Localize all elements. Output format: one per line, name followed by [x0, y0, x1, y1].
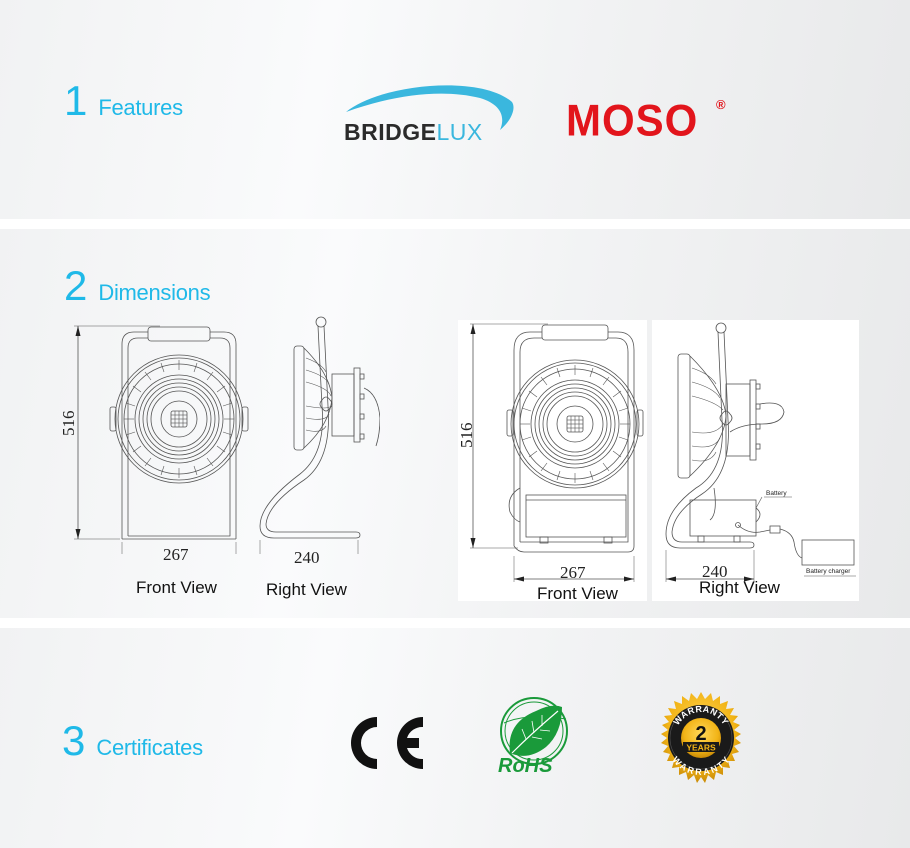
height-dimension: 516	[60, 411, 78, 437]
side-depth-dimension: 240	[294, 548, 320, 567]
section-label: Certificates	[96, 735, 203, 760]
ce-mark-icon	[351, 717, 423, 769]
bridgelux-wordmark: BRIDGELUX	[344, 119, 483, 145]
warranty-seal-icon: WARRANTY WARRANTY 2 YEARS	[661, 692, 741, 783]
battery-right-drawing: 240 Battery Battery charger	[665, 322, 856, 582]
battery-front-drawing: 516 267	[458, 323, 644, 582]
bridgelux-logo: BRIDGELUX	[340, 80, 515, 150]
dimensions-section: 2 Dimensions 516	[0, 229, 910, 618]
section-label: Features	[98, 95, 183, 120]
front-width-dimension: 267	[560, 563, 586, 582]
moso-logo: MOSO	[566, 95, 699, 146]
front-view-label: Front View	[136, 578, 217, 597]
battery-charger-label: Battery charger	[806, 568, 851, 575]
warranty-years-unit: YEARS	[686, 743, 716, 753]
section-number: 3	[62, 717, 85, 764]
section-number: 2	[64, 262, 87, 309]
height-dimension: 516	[458, 423, 476, 449]
rohs-text: RoHS	[498, 755, 553, 775]
battery-front-panel	[458, 320, 647, 601]
features-section: 1 Features BRIDGELUX MOSO ®	[0, 0, 910, 219]
certificates-section: 3 Certificates RoHS WARRANTY WARR	[0, 628, 910, 848]
registered-mark: ®	[716, 97, 726, 112]
right-view-label: Right View	[699, 578, 780, 597]
section-label: Dimensions	[98, 280, 211, 305]
certificates-heading: 3 Certificates	[62, 720, 203, 762]
section-number: 1	[64, 77, 87, 124]
features-heading: 1 Features	[64, 80, 183, 122]
side-depth-dimension: 240	[702, 562, 728, 581]
standard-dimension-labels: 267 240	[163, 545, 320, 567]
rohs-mark-icon: RoHS	[498, 697, 568, 775]
front-view-label: Front View	[537, 584, 618, 603]
battery-right-panel	[652, 320, 859, 601]
battery-label: Battery	[766, 490, 787, 497]
front-width-dimension: 267	[163, 545, 189, 564]
right-view-label: Right View	[266, 580, 347, 599]
warranty-years-number: 2	[695, 723, 706, 745]
bridgelux-arc-icon	[346, 85, 514, 130]
standard-dimension-drawing: 516	[60, 316, 380, 554]
dimensions-heading: 2 Dimensions	[64, 262, 211, 309]
